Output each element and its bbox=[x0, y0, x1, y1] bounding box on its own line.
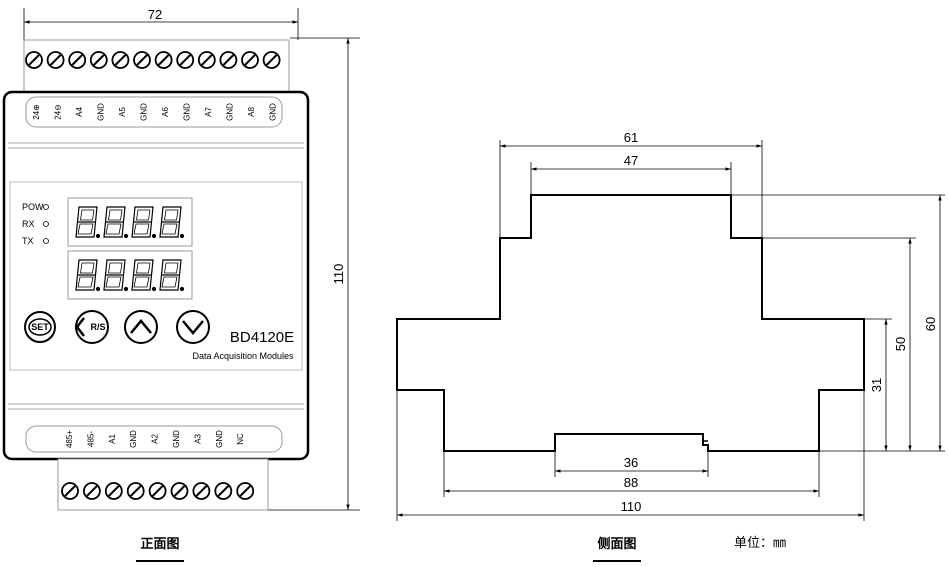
top-terminal-label: A6 bbox=[161, 107, 170, 117]
dim-front-height bbox=[268, 37, 360, 511]
side-dim-lines bbox=[396, 140, 945, 521]
top-terminal-label: A7 bbox=[204, 107, 213, 117]
seven-seg-upper bbox=[75, 206, 185, 239]
top-terminal-label: GND bbox=[269, 103, 278, 121]
down-button-ring[interactable] bbox=[176, 310, 210, 344]
rs-button[interactable]: R/S bbox=[75, 310, 109, 344]
set-button-label: SET bbox=[31, 322, 49, 332]
top-terminal-label: A8 bbox=[247, 107, 256, 117]
front-view-caption: 正面图 bbox=[140, 537, 179, 552]
seven-seg-digit bbox=[159, 206, 185, 239]
seven-seg-digit bbox=[131, 259, 157, 292]
dim-47-label: 47 bbox=[624, 153, 638, 168]
bottom-terminal-screw-icon bbox=[192, 482, 211, 500]
bottom-screw-row bbox=[61, 482, 255, 500]
top-terminal-screw-icon bbox=[68, 51, 87, 69]
model-name: BD4120E bbox=[230, 329, 294, 346]
dim-31-label: 31 bbox=[869, 378, 884, 392]
top-terminal-screw-icon bbox=[262, 51, 281, 69]
seven-seg-lower bbox=[75, 259, 185, 292]
dim-front-width bbox=[23, 8, 299, 40]
side-profile-outline bbox=[396, 194, 865, 452]
up-button[interactable] bbox=[124, 310, 158, 344]
bottom-terminal-screw-icon bbox=[236, 482, 255, 500]
top-terminal-screw-icon bbox=[219, 51, 238, 69]
top-terminal-screw-icon bbox=[154, 51, 173, 69]
led-pow-label: POW bbox=[22, 202, 44, 212]
chevron-down-icon bbox=[182, 320, 204, 335]
bottom-terminal-screw-icon bbox=[83, 482, 101, 500]
down-button[interactable] bbox=[176, 310, 210, 344]
seven-seg-digit bbox=[75, 259, 101, 292]
side-view: 61 47 36 88 110 60 50 31 侧面图 单位：㎜ bbox=[396, 130, 945, 562]
led-rx-label: RX bbox=[22, 219, 35, 229]
unit-label: 单位：㎜ bbox=[734, 536, 786, 551]
top-screw-row bbox=[25, 51, 281, 69]
dim-61-label: 61 bbox=[624, 130, 638, 145]
dim-110-width-label: 110 bbox=[621, 499, 642, 514]
dim-36-label: 36 bbox=[624, 455, 638, 470]
top-terminal-label: A4 bbox=[75, 107, 84, 117]
dim-110-height-label: 110 bbox=[331, 264, 346, 285]
led-tx-label: TX bbox=[22, 236, 34, 246]
top-terminal-labels: 24⊕ 24⊖ A4 GND A5 GND A6 GND A7 GND A8 GND bbox=[32, 103, 278, 121]
seven-seg-digit bbox=[159, 259, 185, 292]
bottom-terminal-label: A1 bbox=[108, 434, 117, 444]
bottom-label-strip bbox=[25, 425, 283, 453]
dim-60-label: 60 bbox=[923, 317, 938, 331]
top-terminal-label: GND bbox=[226, 103, 235, 121]
led-pow-icon bbox=[43, 204, 49, 210]
top-terminal-screw-icon bbox=[133, 51, 151, 69]
bottom-terminal-label: GND bbox=[129, 430, 138, 448]
top-terminal-screw-icon bbox=[197, 51, 216, 69]
dim-50-label: 50 bbox=[893, 337, 908, 351]
top-terminal-label: 24⊕ bbox=[32, 104, 41, 120]
seven-seg-digit bbox=[131, 206, 157, 239]
top-terminal-screw-icon bbox=[176, 51, 195, 69]
side-view-caption: 侧面图 bbox=[597, 536, 636, 552]
bottom-terminal-label: 485+ bbox=[65, 430, 74, 448]
top-terminal-label: GND bbox=[183, 103, 192, 121]
top-label-strip bbox=[25, 96, 283, 128]
top-terminal-label: GND bbox=[140, 103, 149, 121]
rs-button-label: R/S bbox=[90, 322, 105, 332]
bottom-terminal-labels: 485+ 485- A1 GND A2 GND A3 GND NC bbox=[65, 430, 245, 448]
bottom-terminal-screw-icon bbox=[170, 482, 189, 500]
led-group: POW RX TX bbox=[22, 202, 49, 246]
top-terminal-label: A5 bbox=[118, 107, 127, 117]
bottom-terminal-screw-icon bbox=[126, 482, 145, 500]
dim-88-label: 88 bbox=[624, 475, 638, 490]
top-terminal-screw-icon bbox=[89, 51, 108, 69]
bottom-terminal-screw-icon bbox=[61, 482, 79, 500]
bottom-terminal-label: GND bbox=[172, 430, 181, 448]
up-button-ring[interactable] bbox=[124, 310, 158, 344]
bottom-terminal-screw-icon bbox=[148, 482, 167, 500]
top-terminal-screw-icon bbox=[25, 51, 43, 69]
bottom-terminal-label: GND bbox=[215, 430, 224, 448]
model-subtitle: Data Acquisition Modules bbox=[192, 351, 294, 361]
dim-72-label: 72 bbox=[148, 7, 162, 22]
set-button[interactable]: SET bbox=[24, 311, 56, 343]
led-tx-icon bbox=[43, 238, 49, 244]
bottom-terminal-screw-icon bbox=[214, 482, 233, 500]
chevron-left-icon bbox=[75, 317, 85, 337]
top-terminal-label: 24⊖ bbox=[54, 104, 63, 120]
led-rx-icon bbox=[43, 221, 49, 227]
seven-seg-digit bbox=[103, 259, 129, 292]
chevron-up-icon bbox=[130, 319, 152, 334]
top-terminal-screw-icon bbox=[241, 51, 259, 69]
top-terminal-screw-icon bbox=[46, 51, 65, 69]
seven-seg-digit bbox=[75, 206, 101, 239]
set-button-ring[interactable] bbox=[24, 311, 56, 343]
bottom-terminal-label: A3 bbox=[193, 434, 202, 444]
seven-seg-digit bbox=[103, 206, 129, 239]
bottom-terminal-screw-icon bbox=[104, 482, 123, 500]
top-terminal-screw-icon bbox=[111, 51, 130, 69]
bottom-terminal-label: A2 bbox=[151, 434, 160, 444]
bottom-terminal-label: 485- bbox=[86, 431, 95, 447]
top-terminal-label: GND bbox=[97, 103, 106, 121]
bottom-terminal-label: NC bbox=[236, 433, 245, 445]
